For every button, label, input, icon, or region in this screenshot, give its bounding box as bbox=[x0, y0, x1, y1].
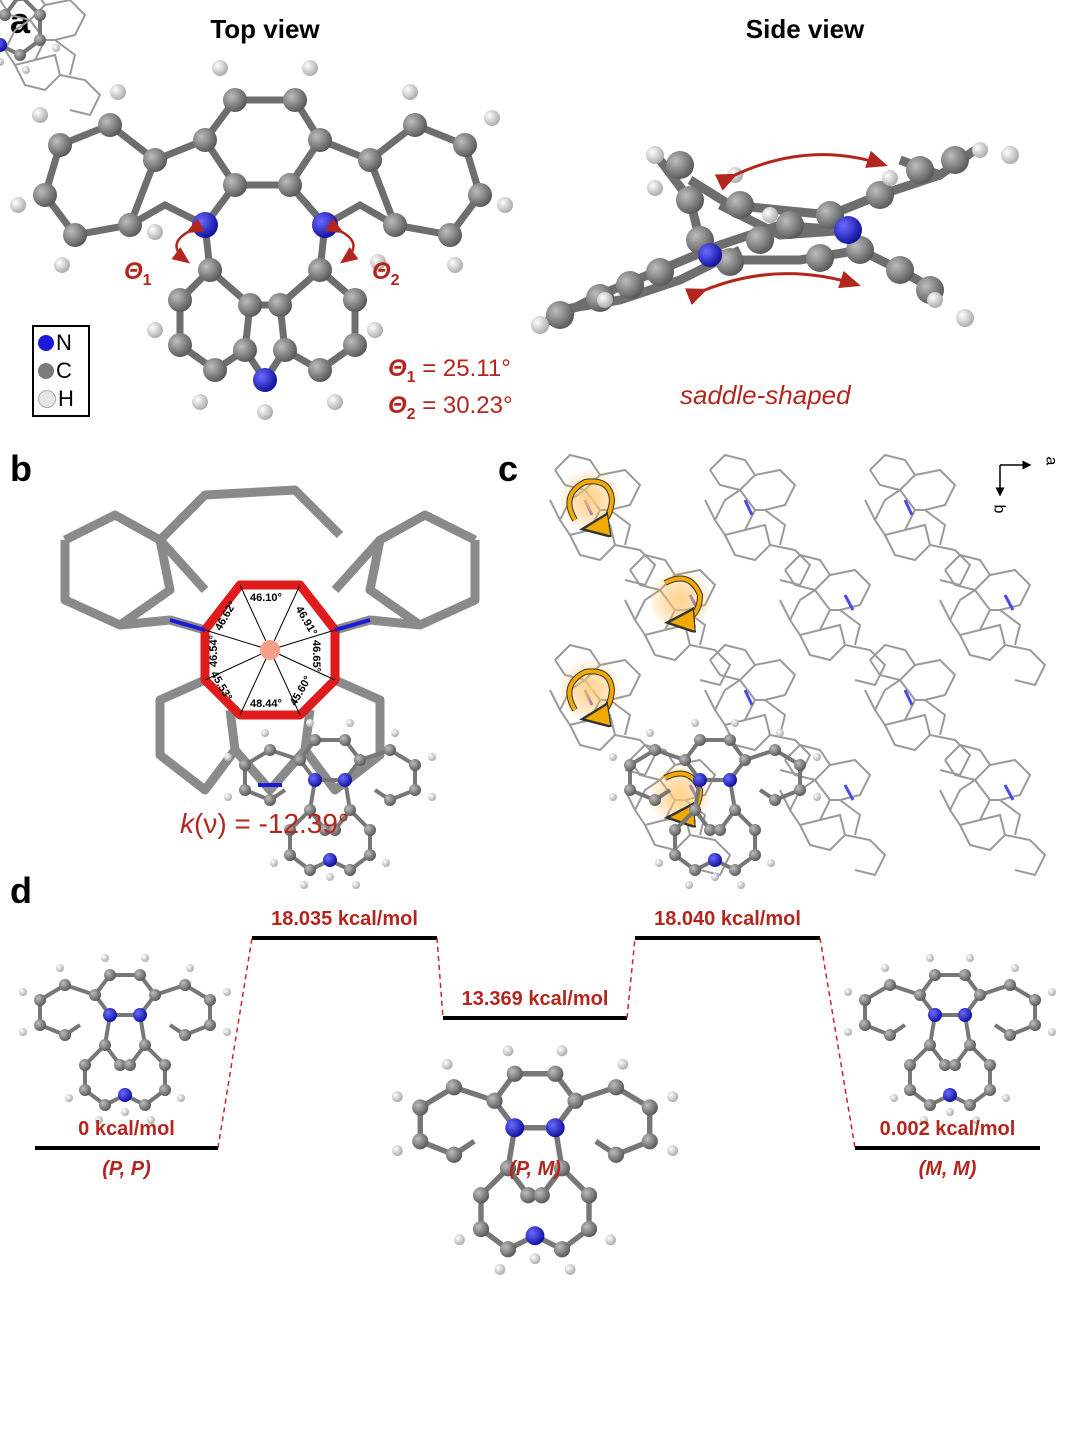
axis-a-label: a bbox=[1042, 456, 1060, 466]
top-view-molecule bbox=[41, 96, 484, 387]
theta2-value-subscript: 2 bbox=[406, 405, 416, 423]
theta1-value-symbol: Θ bbox=[388, 355, 407, 382]
legend-n-label: N bbox=[56, 330, 72, 355]
angle-lines bbox=[204, 584, 336, 716]
energy-label-pm: 13.369 kcal/mol bbox=[461, 988, 609, 1010]
packing-copies bbox=[549, 454, 1046, 876]
top-view-title: Top view bbox=[210, 14, 320, 44]
axis-b-label: b bbox=[990, 504, 1008, 514]
legend-row-n: N bbox=[38, 329, 84, 357]
conformer-label-pp: (P, P) bbox=[102, 1158, 151, 1180]
rotation-arrows bbox=[558, 468, 712, 827]
theta2-symbol: Θ bbox=[372, 258, 391, 285]
legend-row-h: H bbox=[38, 385, 84, 413]
theta2-value-symbol: Θ bbox=[388, 392, 407, 419]
conformer-label-mm: (M, M) bbox=[918, 1158, 977, 1180]
side-view-atoms bbox=[531, 142, 1019, 334]
angle-label-5: 48.44° bbox=[250, 698, 282, 710]
angle-label-3: 46.65° bbox=[309, 640, 322, 672]
wireframe-structure bbox=[60, 485, 480, 795]
energy-label-mm: 0.002 kcal/mol bbox=[879, 1118, 1016, 1140]
conformer-label-pm: (P, M) bbox=[509, 1158, 561, 1180]
theta1-label: Θ1 bbox=[124, 258, 152, 290]
theta1-subscript: 1 bbox=[142, 271, 152, 289]
saddle-shaped-label: saddle-shaped bbox=[680, 380, 851, 410]
theta2-label: Θ2 bbox=[372, 258, 400, 290]
carbon-ball-icon bbox=[38, 363, 54, 379]
panel-d-letter: d bbox=[10, 870, 32, 911]
kappa-value: k(ν) = -12.39° bbox=[180, 808, 349, 840]
ring-centroid bbox=[260, 640, 280, 660]
angle-label-7: 46.54° bbox=[207, 635, 220, 667]
legend-c-label: C bbox=[56, 358, 72, 383]
theta1-value-line: Θ1 = 25.11° bbox=[388, 355, 511, 387]
energy-connectors bbox=[217, 937, 856, 1149]
legend-h-label: H bbox=[58, 386, 74, 411]
kappa-rest: (ν) = -12.39° bbox=[194, 808, 350, 839]
n-bonds bbox=[169, 618, 371, 787]
atom-legend: N C H bbox=[32, 325, 90, 417]
kappa-symbol: k bbox=[180, 808, 194, 839]
ts1-molecule bbox=[222, 717, 438, 891]
panel-b-letter: b bbox=[10, 448, 32, 489]
energy-label-ts1: 18.035 kcal/mol bbox=[271, 908, 418, 930]
conformer-molecule-template bbox=[0, 0, 60, 74]
energy-label-pp: 0 kcal/mol bbox=[78, 1118, 175, 1140]
side-view-title: Side view bbox=[745, 14, 865, 44]
theta2-value: = 30.23° bbox=[415, 392, 513, 419]
energy-label-ts2: 18.040 kcal/mol bbox=[654, 908, 801, 930]
hydrogen-ball-icon bbox=[38, 390, 56, 408]
pp-molecule bbox=[17, 952, 233, 1126]
angle-label-1: 46.10° bbox=[250, 592, 282, 604]
axis-indicator bbox=[995, 460, 1032, 497]
theta1-symbol: Θ bbox=[124, 258, 143, 285]
mm-molecule bbox=[842, 952, 1058, 1126]
legend-row-c: C bbox=[38, 357, 84, 385]
theta1-value-subscript: 1 bbox=[406, 368, 416, 386]
theta2-subscript: 2 bbox=[390, 271, 400, 289]
nitrogen-ball-icon bbox=[38, 335, 54, 351]
ts2-molecule bbox=[607, 717, 823, 891]
energy-levels bbox=[35, 936, 1040, 1150]
theta1-value: = 25.11° bbox=[415, 355, 511, 382]
theta2-value-line: Θ2 = 30.23° bbox=[388, 392, 513, 424]
panel-c-letter: c bbox=[498, 448, 519, 489]
